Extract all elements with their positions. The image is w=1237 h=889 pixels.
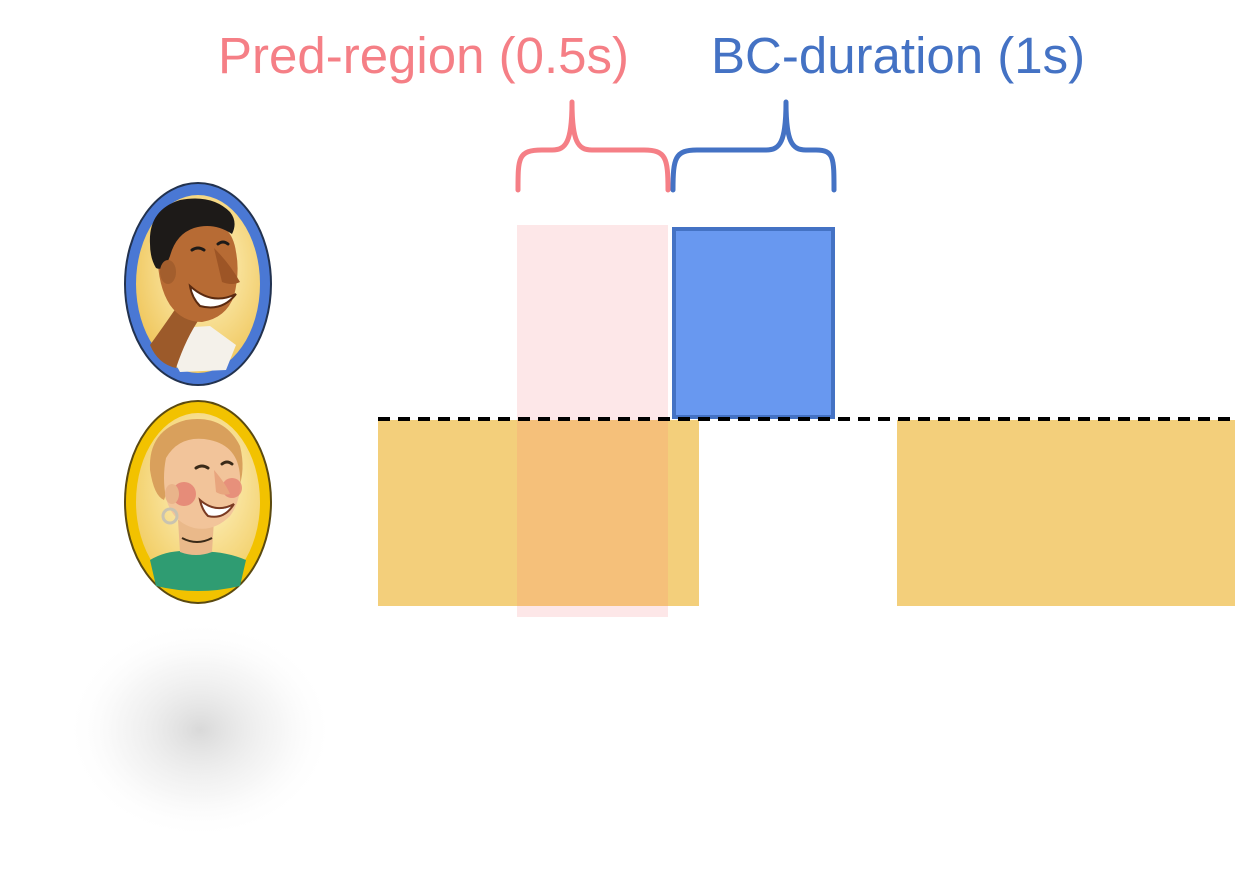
pred-region-label: Pred-region (0.5s) bbox=[218, 27, 630, 84]
pred-region-overlap bbox=[517, 420, 668, 606]
bc-duration-block bbox=[672, 227, 835, 419]
avatar-man bbox=[124, 182, 272, 386]
smiling-woman-portrait-icon bbox=[124, 400, 272, 604]
avatar-woman bbox=[124, 400, 272, 604]
avatar-shadow bbox=[65, 620, 335, 840]
pred-region-brace bbox=[515, 99, 671, 193]
speech-block-2 bbox=[897, 420, 1235, 606]
bc-duration-brace bbox=[670, 99, 837, 193]
smiling-man-portrait-icon bbox=[124, 182, 272, 386]
bc-duration-label: BC-duration (1s) bbox=[711, 27, 1086, 84]
